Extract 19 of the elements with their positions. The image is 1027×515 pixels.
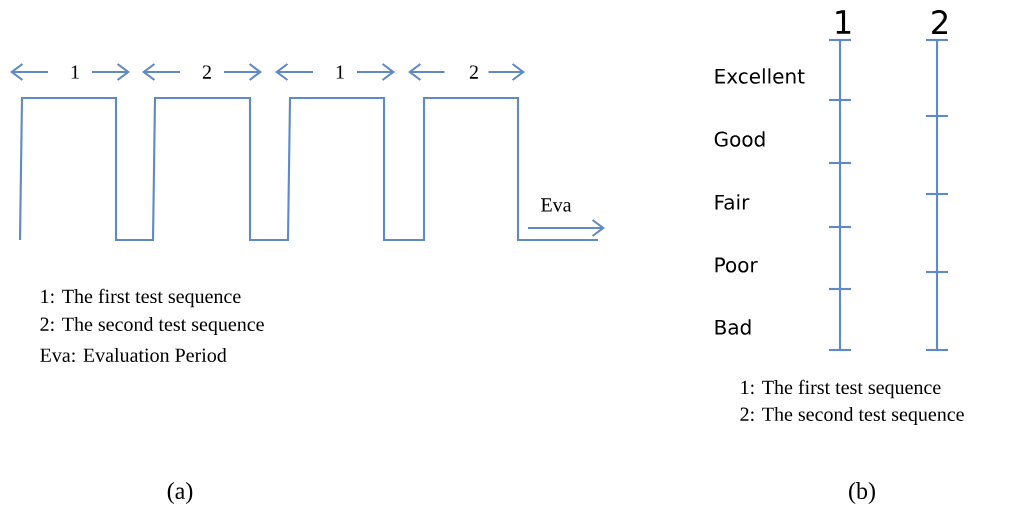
panel-label: (a) [167, 482, 193, 504]
scale-heading: 2 [932, 10, 947, 34]
rating-label: Fair [715, 194, 750, 210]
sequence-number: 2 [202, 65, 211, 79]
legend-text: Eva: Evaluation Period [40, 347, 227, 363]
sequence-number: 2 [469, 65, 478, 79]
rating-label: Good [714, 131, 765, 147]
legend-text: 1: The first test sequence [41, 288, 241, 308]
sequence-number: 1 [71, 65, 79, 79]
panel-label: (b) [849, 482, 875, 504]
scale-heading: 1 [836, 10, 851, 34]
legend-text: 1: The first test sequence [741, 379, 941, 399]
period-label: Eva [541, 198, 572, 212]
legend-text: 2: The second test sequence [40, 316, 264, 336]
legend-text: 2: The second test sequence [740, 406, 964, 426]
rating-label: Excellent [715, 68, 805, 84]
rating-label: Bad [715, 319, 751, 335]
sequence-number: 1 [336, 65, 344, 79]
rating-label: Poor [715, 257, 758, 273]
